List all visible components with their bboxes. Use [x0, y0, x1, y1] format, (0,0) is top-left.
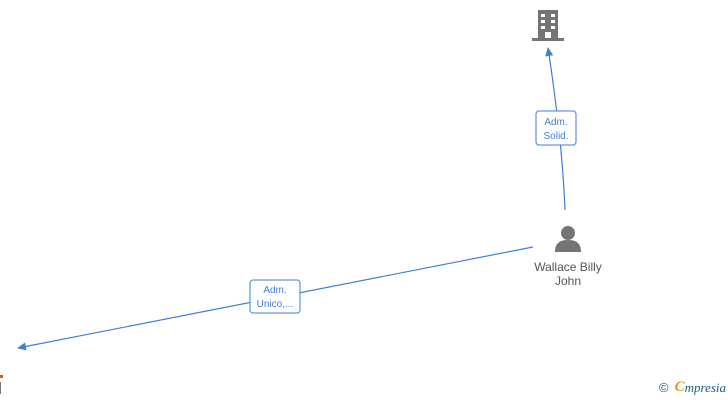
copyright-symbol: © [658, 380, 669, 395]
edge-label-adm-solid[interactable]: Adm. Solid. [535, 110, 577, 146]
building-icon[interactable] [532, 10, 564, 41]
edge-label-line1: Adm. [544, 117, 567, 128]
person-name-line1: Wallace Billy [534, 260, 602, 274]
person-name-line2: John [554, 274, 582, 288]
brand-initial: C [674, 379, 685, 395]
edge-label-line2: Unico,... [257, 299, 294, 310]
person-icon[interactable] [555, 226, 581, 252]
edge-label-line1: Adm. [263, 285, 286, 296]
empresia-watermark: © C mpresia [659, 379, 726, 396]
edge-label-adm-unico[interactable]: Adm. Unico,... [249, 279, 301, 314]
edge-label-line2: Solid. [543, 131, 568, 142]
person-name-label[interactable]: Wallace Billy John [520, 260, 616, 288]
partial-node-icon[interactable] [0, 375, 4, 395]
brand-name: mpresia [684, 379, 726, 395]
